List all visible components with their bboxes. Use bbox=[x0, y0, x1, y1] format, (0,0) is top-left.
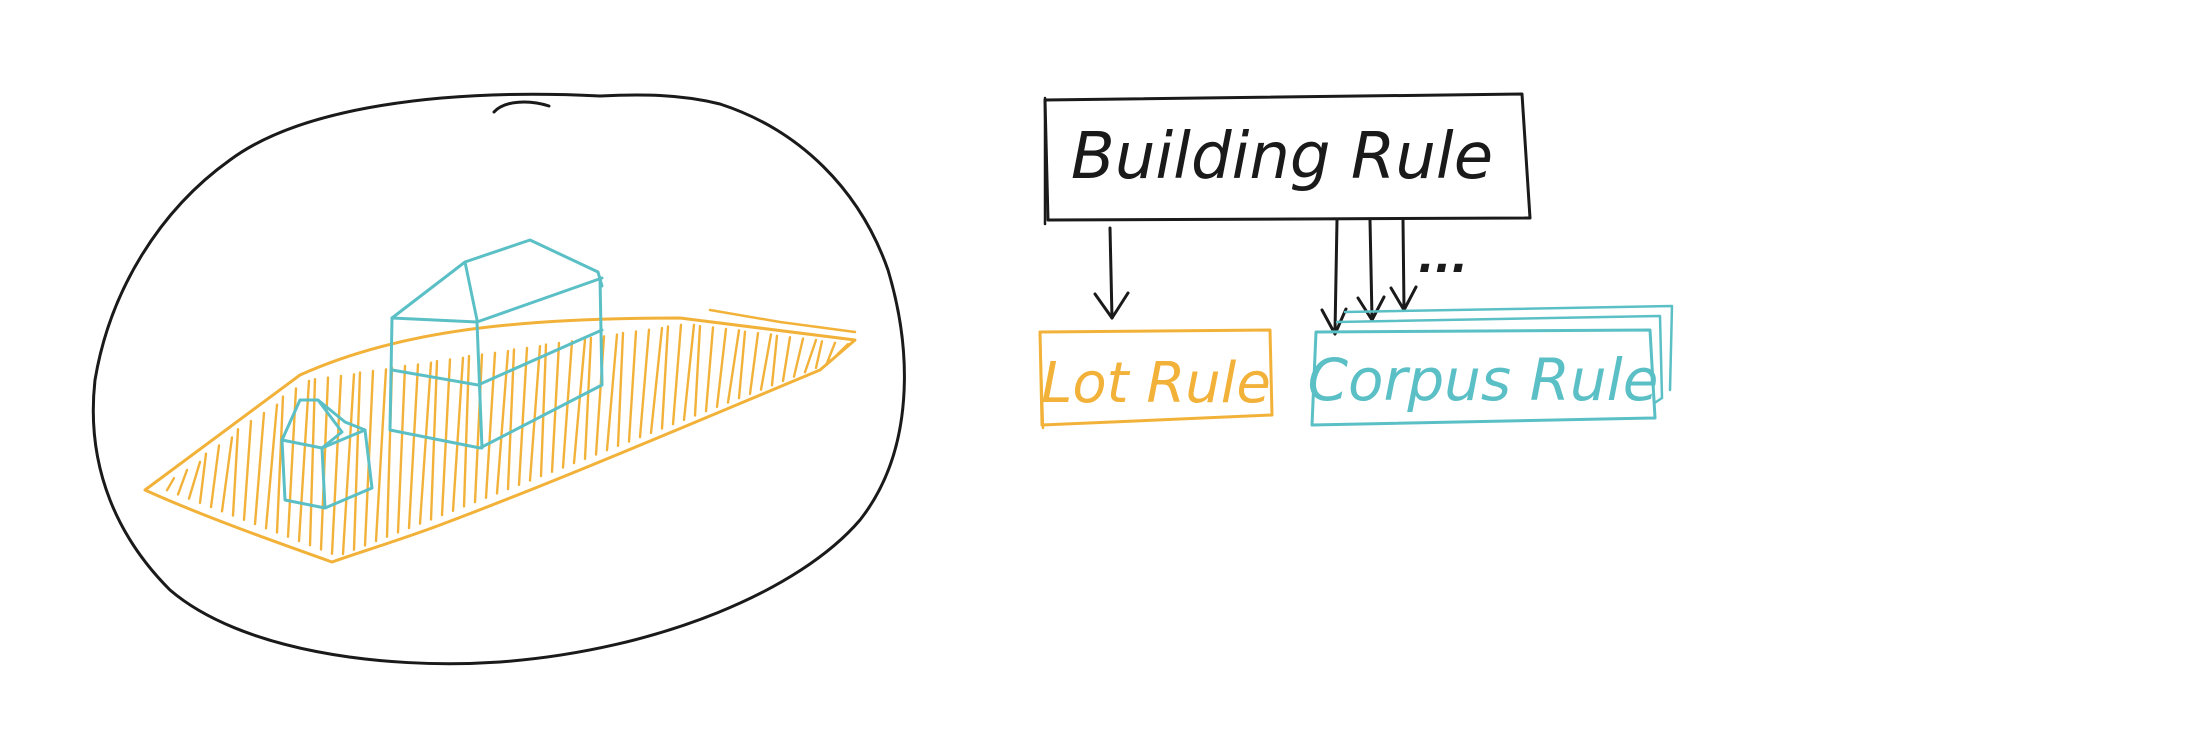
more-corpus-rules-ellipsis: ... bbox=[1418, 232, 1468, 283]
lot-outline bbox=[143, 316, 857, 564]
lot-rule-label: Lot Rule bbox=[1041, 351, 1271, 416]
lot-hatch-stroke bbox=[242, 419, 253, 521]
lot-hatch-stroke bbox=[396, 364, 407, 534]
illustration bbox=[91, 92, 906, 666]
lot-hatch-stroke bbox=[814, 340, 824, 370]
lot-hatch-stroke bbox=[770, 334, 779, 387]
lot-hatch-stroke bbox=[187, 460, 202, 500]
lot-edge-extra bbox=[708, 308, 857, 334]
lot-hatch-stroke bbox=[165, 477, 176, 492]
lot-hatch-stroke bbox=[374, 368, 388, 543]
lot-hatch-stroke bbox=[209, 444, 221, 509]
lot-hatch-stroke bbox=[616, 331, 625, 447]
lot-hatch-stroke bbox=[660, 325, 670, 430]
lot-hatch-stroke bbox=[264, 403, 279, 530]
lot-hatch-stroke bbox=[748, 331, 760, 396]
lot-hatch-stroke bbox=[704, 326, 715, 413]
lot-hatch-stroke bbox=[836, 342, 850, 355]
lot-hatch-stroke bbox=[176, 468, 189, 496]
lot-hatch-stroke bbox=[715, 327, 728, 409]
lot-hatch-stroke bbox=[528, 345, 542, 482]
lot-hatch-stroke bbox=[231, 428, 240, 517]
lot-hatch-stroke bbox=[803, 338, 818, 374]
lot-hatch-stroke bbox=[737, 330, 747, 400]
lot-hatch-stroke bbox=[484, 351, 497, 499]
enclosing-circle bbox=[91, 92, 906, 666]
arrows-to-corpus-rule bbox=[1320, 218, 1418, 336]
lot-hatch-stroke bbox=[407, 363, 420, 530]
lot-hatch-stroke bbox=[440, 358, 452, 517]
lot-hatch-stroke bbox=[583, 336, 593, 460]
rule-diagram: Building Rule ... Lot Rule bbox=[1038, 92, 1674, 430]
arrow-to-lot-rule bbox=[1093, 226, 1130, 320]
lot-hatch-stroke bbox=[462, 354, 471, 508]
lot-hatch-stroke bbox=[605, 333, 619, 452]
lot-hatch-stroke bbox=[682, 323, 696, 422]
corpus-rule-box-front bbox=[1310, 328, 1657, 427]
lot-hatch-stroke bbox=[627, 330, 638, 443]
lot-hatch-stroke bbox=[330, 374, 343, 555]
lot-hatch-stroke bbox=[352, 371, 362, 551]
large-building bbox=[388, 238, 604, 450]
corpus-rule-box-middle bbox=[1335, 314, 1664, 404]
lot-hatch-stroke bbox=[506, 348, 516, 491]
lot-hatch-stroke bbox=[759, 333, 773, 391]
lot-hatch-stroke bbox=[638, 328, 651, 439]
lot-hatch-stroke bbox=[671, 323, 683, 426]
building-rule-label: Building Rule bbox=[1071, 120, 1493, 194]
lot-hatch-stroke bbox=[473, 353, 484, 504]
lot-hatching bbox=[165, 323, 850, 556]
lot-hatch-stroke bbox=[572, 338, 587, 465]
lot-rule-box: Lot Rule bbox=[1038, 328, 1274, 430]
lot-hatch-stroke bbox=[341, 373, 356, 556]
corpus-rule-stack: Corpus Rule bbox=[1308, 304, 1674, 427]
lot-hatch-stroke bbox=[253, 411, 266, 526]
corpus-rule-box-back bbox=[1343, 304, 1674, 392]
lot-hatch-stroke bbox=[220, 436, 234, 513]
lot-hatch-stroke bbox=[418, 361, 433, 525]
lot-hatch-stroke bbox=[297, 379, 311, 543]
lot-hatch-stroke bbox=[825, 341, 837, 365]
lot-hatch-stroke bbox=[539, 343, 548, 478]
lot-hatch-stroke bbox=[792, 337, 805, 378]
lot-hatch-stroke bbox=[693, 324, 702, 417]
lot-hatch-stroke bbox=[649, 326, 664, 435]
lot-hatch-stroke bbox=[198, 452, 208, 505]
building-rule-box: Building Rule bbox=[1043, 92, 1532, 226]
lot-hatch-stroke bbox=[275, 395, 285, 534]
lot-hatch-stroke bbox=[726, 329, 741, 404]
corpus-rule-label: Corpus Rule bbox=[1308, 346, 1659, 414]
circle-overlap-stroke bbox=[492, 100, 551, 114]
lot-hatch-stroke bbox=[781, 336, 792, 383]
lot-hatch-stroke bbox=[517, 346, 529, 486]
small-house bbox=[280, 398, 374, 510]
lot-hatch-stroke bbox=[308, 378, 317, 547]
lot-hatch-stroke bbox=[495, 349, 510, 495]
lot-shape bbox=[143, 308, 857, 564]
